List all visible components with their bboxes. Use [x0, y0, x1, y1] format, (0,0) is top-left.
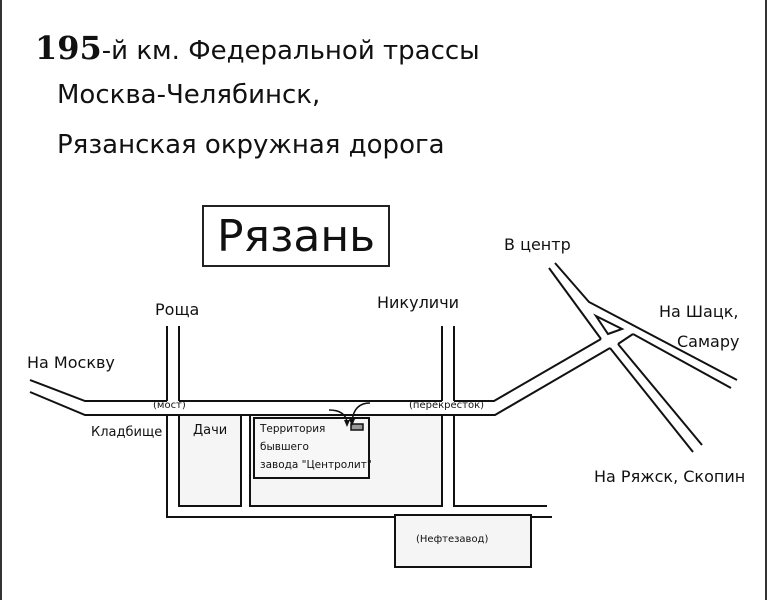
label-to-shatsk: На Шацк,: [659, 302, 739, 321]
label-refinery: (Нефтезавод): [416, 534, 489, 545]
heading-line-1: 195-й км. Федеральной трассы: [35, 32, 480, 64]
heading-text: -й км. Федеральной трассы: [101, 36, 480, 66]
label-to-moscow: На Москву: [27, 353, 115, 372]
label-roshcha: Роща: [155, 300, 200, 319]
city-name: Рязань: [202, 205, 390, 267]
heading-line-3: Рязанская окружная дорога: [57, 130, 445, 160]
label-crossroad: (перекресток): [409, 400, 485, 411]
label-cemetery: Кладбище: [91, 425, 163, 440]
label-dachas: Дачи: [193, 423, 228, 438]
label-to-samara: Самару: [677, 332, 740, 351]
factory-label-1: Территория: [260, 423, 326, 435]
factory-area[interactable]: [253, 417, 370, 479]
label-to-ryazhsk: На Ряжск, Скопин: [594, 467, 746, 486]
roshcha-road: [166, 326, 180, 401]
entry-arrow: [351, 402, 371, 422]
refinery-block: [394, 514, 532, 568]
label-to-center: В центр: [504, 235, 571, 254]
km-number: 195: [35, 29, 102, 67]
factory-label-2: бывшего: [260, 441, 309, 453]
label-bridge: (мост): [153, 400, 186, 411]
factory-label-3: завода "Центролит": [260, 459, 372, 471]
factory-marker[interactable]: [350, 423, 364, 431]
dachas-block: [178, 414, 242, 507]
main-road: [29, 338, 611, 416]
junction-roads: [548, 262, 738, 453]
heading-line-2: Москва-Челябинск,: [57, 80, 321, 110]
label-nikulichi: Никуличи: [377, 293, 460, 312]
nikulichi-road: [441, 326, 455, 401]
